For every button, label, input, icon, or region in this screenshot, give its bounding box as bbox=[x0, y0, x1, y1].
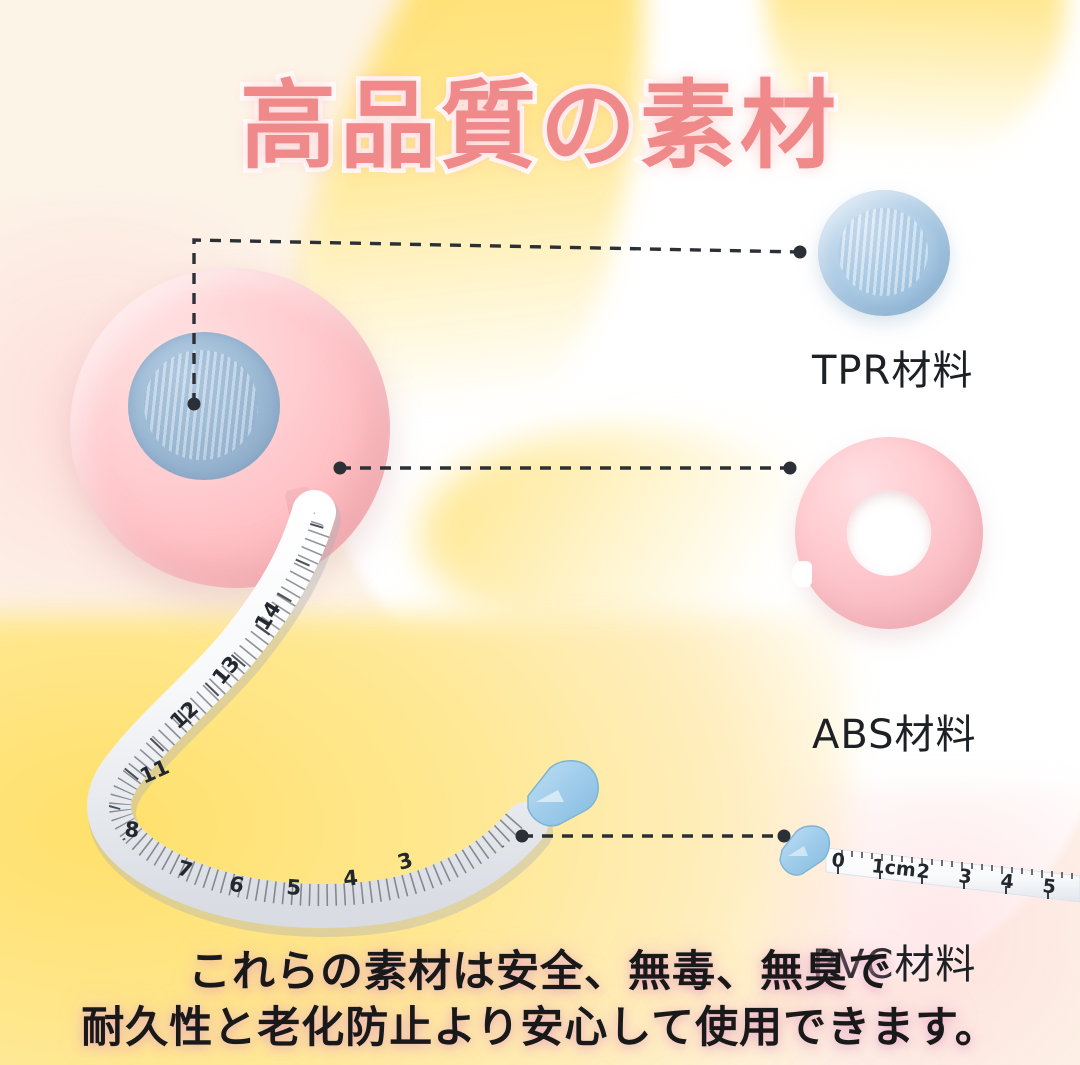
caption-line-1: これらの素材は安全、無毒、無臭で bbox=[188, 947, 892, 998]
tpr-button-icon bbox=[128, 332, 280, 480]
tpr-button-ridges bbox=[144, 350, 258, 460]
label-abs: ABS材料 bbox=[812, 712, 977, 758]
tpr-cap-ridges bbox=[838, 208, 928, 296]
caption-line-2: 耐久性と老化防止より安心して使用できます。 bbox=[81, 1003, 999, 1054]
background-yellow-mid-streak bbox=[420, 430, 840, 640]
abs-ring-notch bbox=[792, 561, 812, 587]
label-tpr: TPR材料 bbox=[812, 348, 974, 394]
caption-block: これらの素材は安全、無毒、無臭で 耐久性と老化防止より安心して使用できます。 bbox=[0, 945, 1080, 1057]
abs-ring-icon bbox=[792, 437, 983, 629]
page-title: 高品質の素材 bbox=[236, 66, 841, 187]
label-pvc: PVC材料 bbox=[812, 942, 977, 988]
abs-ring-hole bbox=[847, 490, 931, 576]
tpr-cap-icon bbox=[818, 190, 950, 316]
